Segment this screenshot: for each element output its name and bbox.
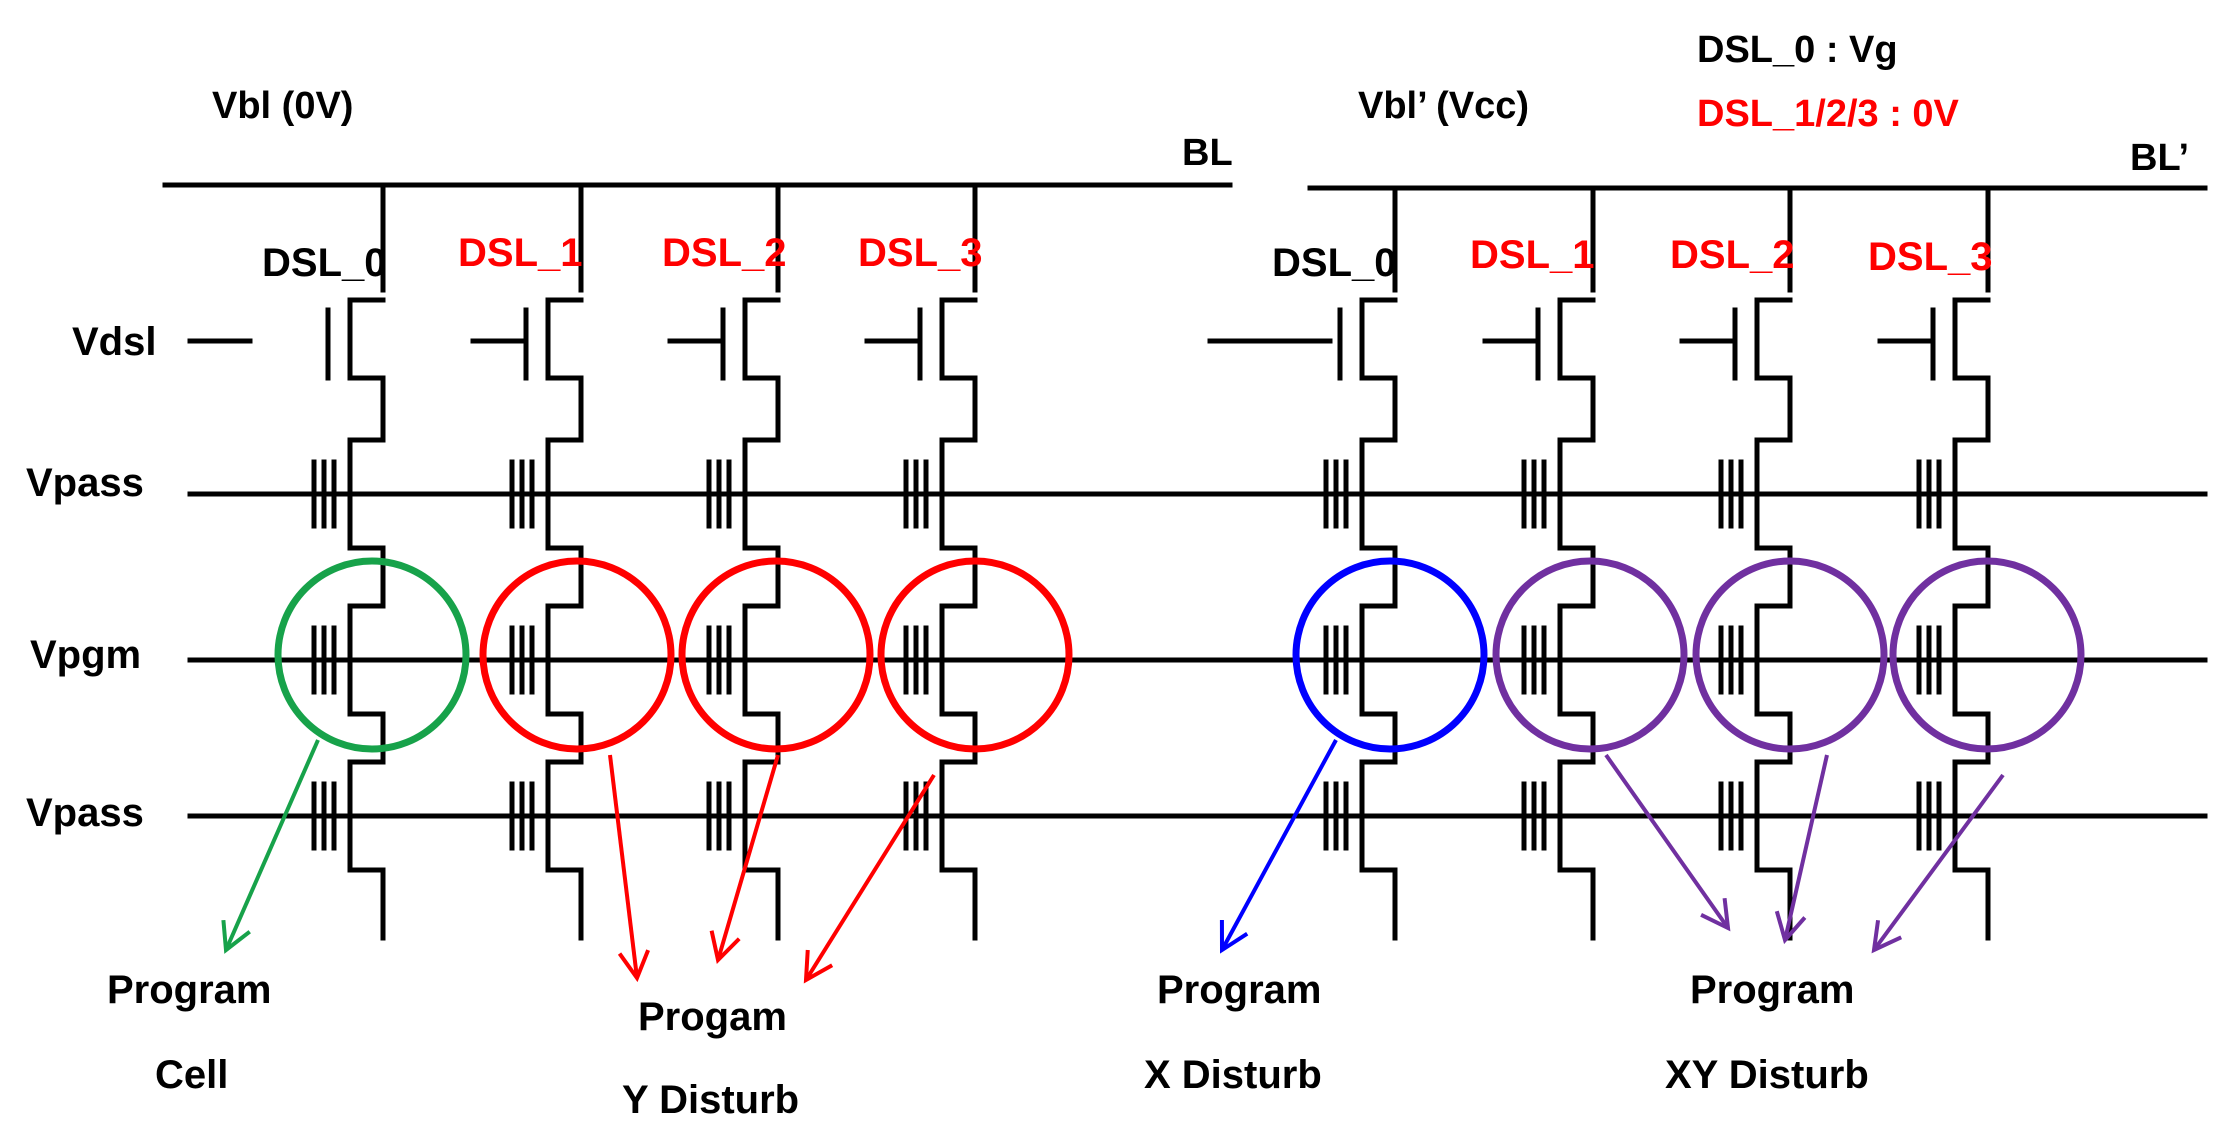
right-bitline-voltage: Vbl’ (Vcc) (1358, 85, 1529, 127)
xy-disturb-arrow-1-shaft (1604, 753, 1730, 930)
xy-disturb-arrow-2-shaft (1783, 754, 1829, 941)
legend-line-1: DSL_0 : Vg (1697, 29, 1898, 71)
right-string-1 (1482, 186, 1596, 941)
program-cell-arrow-head (221, 919, 251, 954)
right-string-2 (1679, 186, 1793, 941)
right-string-label-0: DSL_0 (1272, 241, 1397, 285)
legend-line-2: DSL_1/2/3 : 0V (1697, 93, 1960, 135)
y-disturb-arrow-2 (709, 754, 780, 965)
y-disturb-arrow-1-head (617, 949, 650, 983)
y-disturb-arrow-1-shaft (608, 754, 639, 979)
left-string-label-3: DSL_3 (858, 231, 983, 275)
y-disturb-arrow-3-shaft (804, 773, 936, 982)
program-cell-arrow-shaft (224, 739, 320, 951)
right-string-label-3: DSL_3 (1868, 235, 1993, 279)
xy-disturb-arrow-1-head (1700, 897, 1731, 932)
wordline-label-vpgm: Vpgm (30, 633, 141, 677)
xy-disturb-circle-3 (1889, 557, 2085, 753)
xy-disturb-arrow-3 (1871, 773, 2005, 954)
y-disturb-line1: Progam (638, 995, 787, 1039)
xy-disturb-circle-1 (1492, 557, 1688, 753)
left-string-label-0: DSL_0 (262, 241, 387, 285)
xy-disturb-circle-2 (1692, 557, 1888, 753)
program-cell-arrow (221, 739, 320, 954)
left-string-label-2: DSL_2 (662, 231, 787, 275)
y-disturb-circle-3 (877, 557, 1073, 753)
left-string-1 (470, 183, 584, 941)
right-bitline-label: BL’ (2130, 137, 2189, 179)
xy-disturb-arrow-3-shaft (1872, 773, 2005, 952)
y-disturb-circle-2 (678, 557, 874, 753)
xy-disturb-line1: Program (1690, 968, 1855, 1012)
x-disturb-line1: Program (1157, 968, 1322, 1012)
y-disturb-arrow-1 (608, 754, 650, 983)
xy-disturb-arrow-2-head (1774, 910, 1807, 945)
y-disturb-arrow-3-head (803, 949, 834, 984)
right-string-3 (1877, 186, 1991, 941)
y-disturb-line2: Y Disturb (622, 1078, 799, 1122)
program-cell-circle (274, 557, 470, 753)
program-cell-line2: Cell (155, 1053, 228, 1097)
wordline-label-vpass-top: Vpass (26, 461, 144, 505)
right-string-label-2: DSL_2 (1670, 233, 1795, 277)
y-disturb-circle-1 (479, 557, 675, 753)
y-disturb-arrow-3 (803, 773, 936, 984)
xy-disturb-arrow-3-head (1871, 920, 1903, 954)
program-cell-line1: Program (107, 968, 272, 1012)
disturb-circles (274, 557, 2085, 753)
xy-disturb-line2: XY Disturb (1665, 1053, 1869, 1097)
x-disturb-line2: X Disturb (1144, 1053, 1322, 1097)
left-string-label-1: DSL_1 (458, 231, 583, 275)
x-disturb-arrow (1219, 739, 1338, 954)
wordline-label-vpass-bottom: Vpass (26, 791, 144, 835)
x-disturb-circle (1292, 557, 1488, 753)
left-string-0 (311, 183, 386, 941)
disturb-arrows (221, 739, 2005, 984)
nand-strings (311, 183, 1991, 941)
left-string-2 (667, 183, 781, 941)
y-disturb-arrow-2-head (709, 930, 741, 965)
y-disturb-arrow-2-shaft (716, 754, 780, 961)
xy-disturb-arrow-1 (1604, 753, 1731, 932)
wordline-label-vdsl: Vdsl (72, 320, 156, 364)
left-bitline-voltage: Vbl (0V) (212, 85, 353, 127)
x-disturb-arrow-head (1219, 919, 1249, 954)
left-bitline-label: BL (1182, 132, 1233, 174)
right-string-label-1: DSL_1 (1470, 233, 1595, 277)
x-disturb-arrow-shaft (1220, 739, 1338, 951)
xy-disturb-arrow-2 (1774, 754, 1829, 945)
right-string-0 (1323, 186, 1398, 941)
